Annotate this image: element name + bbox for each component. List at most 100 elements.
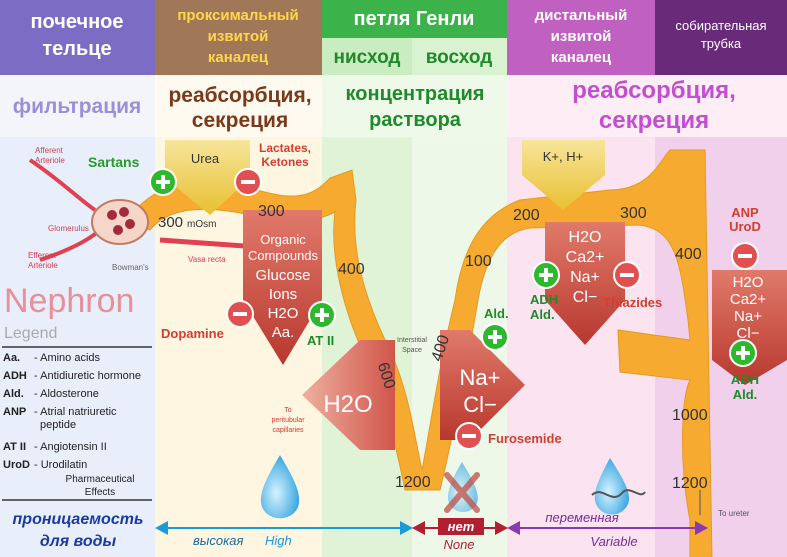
label-peritubular-l3: capillaries — [272, 427, 304, 434]
func-bg-4 — [507, 75, 787, 137]
legend-desc-3a: - Atrial natriuretic — [34, 406, 117, 418]
label-bowman-l1: Bowman's — [112, 263, 149, 272]
collect-1200: 1200 — [672, 475, 708, 492]
label-urea: Urea — [191, 151, 220, 166]
plus-icon — [532, 261, 560, 289]
urea-arrow — [165, 140, 250, 215]
header-collecting-l2: трубка — [701, 36, 742, 51]
glom-c1 — [107, 210, 117, 220]
func-reabs-distal-l1: реабсорбция, — [572, 77, 736, 104]
label-peritubular-l2: peritubular — [271, 417, 305, 424]
legend-desc-3b: peptide — [40, 419, 76, 431]
perm-none-badge — [438, 518, 484, 535]
func-bg-3 — [322, 75, 507, 137]
header-proximal-bg — [155, 0, 322, 75]
distal-ion-1: H2O — [569, 229, 602, 246]
perm-var-en: Variable — [590, 534, 637, 549]
plus-icon — [149, 168, 177, 196]
plus-icon — [729, 339, 757, 367]
label-h2o-prox: H2O — [268, 305, 299, 322]
water-drop-icon — [260, 455, 300, 519]
label-to-ureter: To ureter — [718, 509, 750, 518]
header-distal-l3: каналец — [551, 49, 612, 66]
label-distal-adh: ADH — [530, 292, 558, 307]
legend-abbr-0: Aa. — [3, 352, 20, 364]
legend-pharm-l2: Effects — [85, 487, 115, 498]
label-organic-l1: Organic — [260, 232, 306, 247]
minus-icon — [234, 168, 262, 196]
header-loop-down-bg — [322, 38, 412, 75]
header-loop-up-bg — [412, 38, 507, 75]
perm-high-en: High — [265, 533, 292, 548]
label-collect-adh: ADH — [731, 372, 759, 387]
header-distal-l2: извитой — [551, 28, 612, 45]
legend-desc-0: - Amino acids — [34, 352, 101, 364]
label-collect-ald: Ald. — [733, 387, 758, 402]
header-loop-bg — [322, 0, 507, 38]
label-afferent-l1: Afferent — [35, 146, 64, 155]
label-dopamine: Dopamine — [161, 326, 224, 341]
glom-c4 — [113, 225, 123, 235]
collect-ion-1: H2O — [733, 274, 764, 291]
prox-reabsorption-arrow — [243, 210, 322, 365]
legend-abbr-2: Ald. — [3, 388, 24, 400]
func-bg-2 — [155, 75, 322, 137]
perm-title-l2: для воды — [40, 533, 117, 550]
bowman-capsule — [91, 199, 149, 245]
legend-desc-2: - Aldosterone — [34, 388, 99, 400]
distal-200: 200 — [513, 207, 540, 224]
legend-abbr-3: ANP — [3, 406, 26, 418]
legend-abbr-4: AT II — [3, 441, 26, 453]
distal-reabsorption-arrow — [545, 222, 625, 345]
distal-ion-4: Cl− — [573, 289, 597, 306]
header-proximal-l2: извитой — [208, 28, 269, 45]
func-reabs-prox-l1: реабсорбция, — [168, 84, 311, 107]
label-efferent-l2: Arteriole — [28, 261, 58, 270]
minus-icon — [455, 422, 483, 450]
legend-title: Nephron — [4, 282, 134, 320]
distal-ion-2: Ca2+ — [566, 249, 605, 266]
plus-icon — [308, 301, 336, 329]
glom-c3 — [125, 219, 135, 229]
label-anp: ANP — [731, 205, 759, 220]
header-loop-down: нисход — [334, 47, 401, 68]
func-concentration-l1: концентрация — [346, 83, 485, 105]
label-na: Na+ — [460, 365, 501, 390]
collect-400: 400 — [675, 246, 702, 263]
label-atii: AT II — [307, 333, 334, 348]
header-distal-l1: дистальный — [535, 7, 628, 24]
plus-icon — [481, 323, 509, 351]
func-filtration: фильтрация — [13, 95, 142, 118]
label-kh: K+, H+ — [543, 149, 583, 164]
legend-abbr-1: ADH — [3, 370, 27, 382]
label-interstitial-l1: Interstitial — [397, 337, 427, 344]
loop-300: 300 — [258, 203, 285, 220]
label-furosemide: Furosemide — [488, 431, 562, 446]
label-efferent-l1: Efferent — [28, 251, 57, 260]
header-proximal-l1: проксимальный — [177, 7, 298, 24]
label-ions: Ions — [269, 286, 297, 303]
label-peritubular-l1: To — [284, 407, 292, 414]
header-glomerulus-l1: почечное — [30, 11, 123, 33]
label-glucose: Glucose — [255, 267, 310, 284]
label-loop-ald: Ald. — [484, 306, 509, 321]
minus-icon — [613, 261, 641, 289]
label-interstitial-l2: Space — [402, 347, 422, 354]
minus-icon — [731, 242, 759, 270]
loop-100: 100 — [465, 253, 492, 270]
func-reabs-distal-l2: секреция — [599, 107, 709, 134]
header-loop-up: восход — [426, 47, 493, 68]
func-reabs-prox-l2: секреция — [192, 109, 288, 132]
perm-arrow-high — [155, 521, 413, 535]
distal-300: 300 — [620, 205, 647, 222]
kh-arrow — [522, 140, 605, 210]
loop-400: 400 — [338, 261, 365, 278]
afferent-arteriole — [28, 158, 97, 212]
legend-bg — [0, 273, 155, 503]
minus-icon — [226, 300, 254, 328]
collect-1000: 1000 — [672, 407, 708, 424]
perm-none-ru: нет — [448, 519, 475, 534]
loop-h2o-arrow — [302, 340, 395, 450]
